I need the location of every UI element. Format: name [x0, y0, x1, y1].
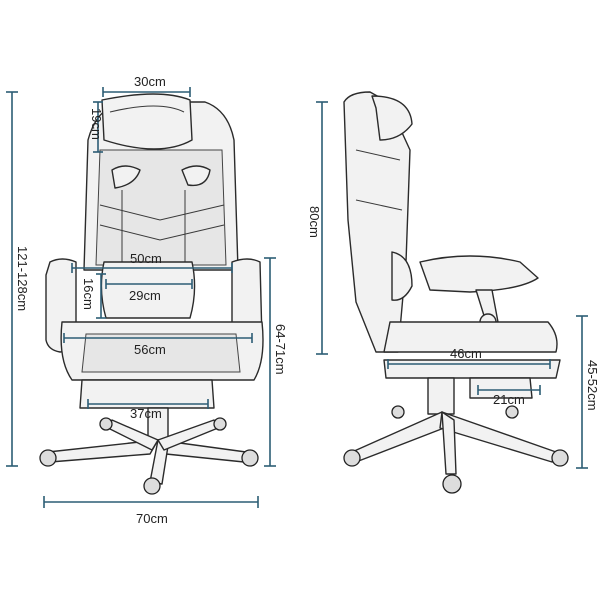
dim-footrest-depth: 21cm — [477, 385, 541, 407]
label-lumbar-height: 16cm — [81, 278, 96, 310]
dim-headrest-height: 19cm — [89, 101, 104, 153]
label-lumbar-inner-width: 29cm — [129, 288, 161, 303]
label-seat-depth: 46cm — [450, 346, 482, 361]
label-base-width: 70cm — [136, 511, 168, 526]
front-view-chair — [39, 93, 264, 495]
label-headrest-width: 30cm — [134, 74, 166, 89]
dim-seat-height: 45-52cm — [576, 315, 600, 469]
dim-seat-width: 56cm — [63, 333, 253, 357]
label-backrest-height: 80cm — [307, 206, 322, 238]
dim-base-width: 70cm — [43, 496, 259, 526]
label-seat-width: 56cm — [134, 342, 166, 357]
dim-lumbar-height: 16cm — [81, 273, 106, 319]
dim-backrest-height: 80cm — [307, 101, 328, 355]
label-seat-height: 45-52cm — [585, 360, 600, 411]
label-armrest-height: 64-71cm — [273, 324, 288, 375]
dim-lumbar-width: 50cm — [71, 251, 233, 273]
label-headrest-height: 19cm — [89, 108, 104, 140]
dim-armrest-height: 64-71cm — [264, 257, 288, 467]
side-view-chair — [343, 91, 569, 494]
dim-seat-depth: 46cm — [387, 346, 551, 369]
dim-footrest-width: 37cm — [87, 399, 209, 421]
label-footrest-depth: 21cm — [493, 392, 525, 407]
label-footrest-width: 37cm — [130, 406, 162, 421]
dim-headrest-width: 30cm — [102, 74, 191, 97]
dim-lumbar-inner-width: 29cm — [105, 279, 193, 303]
dim-total-height: 121-128cm — [6, 91, 30, 467]
label-total-height: 121-128cm — [15, 246, 30, 311]
label-lumbar-width: 50cm — [130, 251, 162, 266]
